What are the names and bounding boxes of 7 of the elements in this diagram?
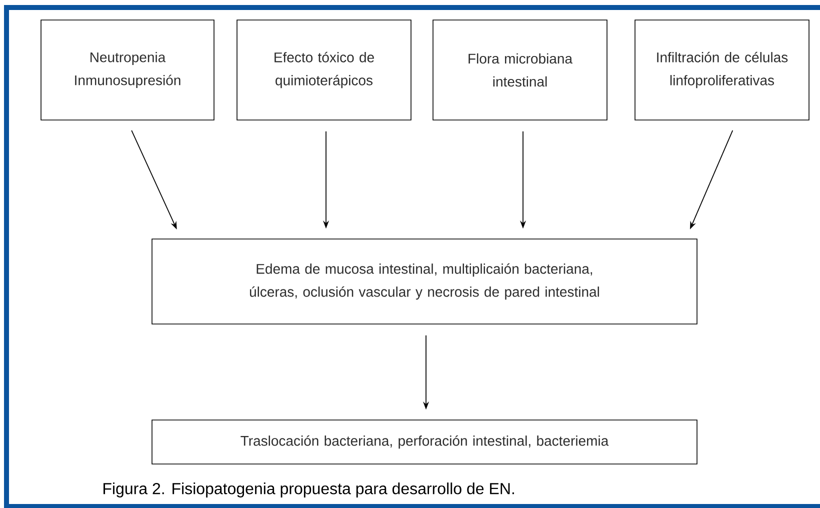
process-box: Infiltración de células linfoproliferativas [634, 20, 810, 120]
process-box: Traslocación bacteriana, perforación intestinal, bacteriemia [152, 420, 698, 464]
process-box: Neutropenia Inmunosupresión [40, 20, 214, 120]
process-box: Efecto tóxico de quimioterápicos [236, 20, 412, 120]
process-box: Flora microbiana intestinal [432, 20, 608, 120]
figure-caption: Figura 2. Fisiopatogenia propuesta para desarrollo de EN. [104, 482, 514, 498]
process-box: Edema de mucosa intestinal, multiplicaión bacteriana, úlceras, oclusión vascular y necrosis de pared intestinal [152, 238, 698, 324]
